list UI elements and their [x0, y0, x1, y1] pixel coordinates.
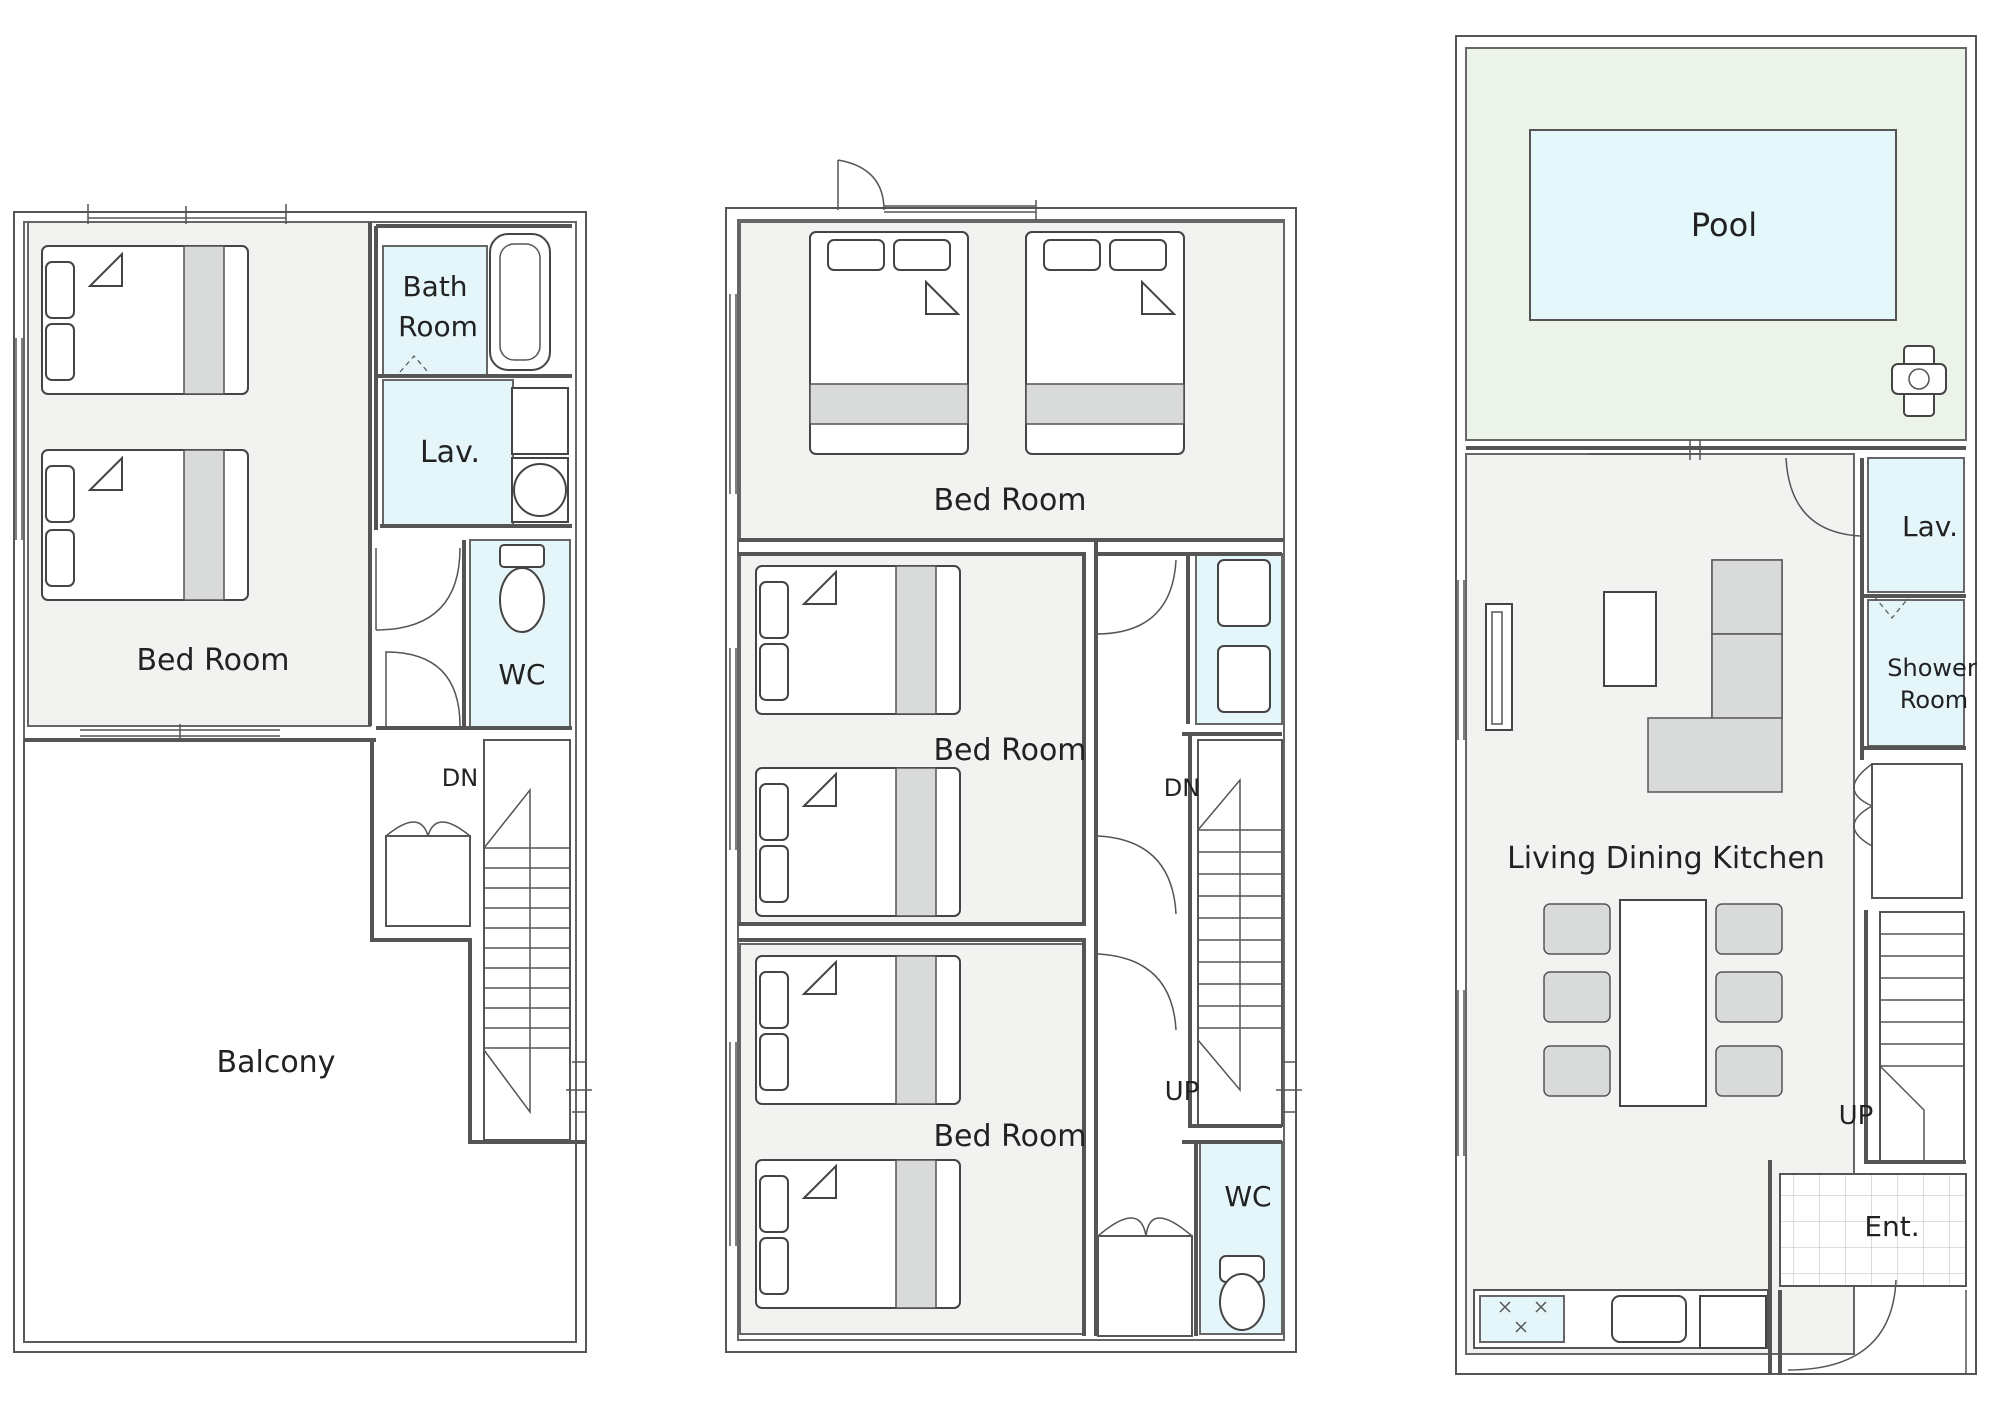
stairs-3f [483, 739, 571, 1141]
stove [1479, 1295, 1565, 1343]
deck-chair [1891, 345, 1947, 417]
bed-room-label: Bed Room [933, 483, 1086, 518]
bed [41, 245, 249, 395]
bed [41, 449, 249, 601]
shower-room-label: Shower [1887, 654, 1977, 682]
stairs-up-label: UP [1165, 1077, 1200, 1107]
bed-room-label: Bed Room [933, 1119, 1086, 1154]
bath-room-label: Bath [402, 270, 467, 303]
stairs-2f [1197, 739, 1283, 1127]
bed [755, 565, 961, 715]
third-floor: Bed Room Bath Room Lav. WC DN Balcony [13, 204, 592, 1353]
entrance [1779, 1173, 1967, 1287]
lav-1f [1867, 457, 1965, 593]
ldk-label: Living Dining Kitchen [1507, 841, 1825, 876]
stairs-dn-label: DN [442, 764, 478, 792]
lav-label: Lav. [420, 435, 480, 470]
balcony-label: Balcony [217, 1045, 336, 1080]
stairs-dn-label: DN [1164, 774, 1200, 802]
pool [1529, 129, 1897, 321]
dining-table [1543, 899, 1783, 1107]
stairs-1f [1879, 911, 1965, 1163]
sofa [1647, 559, 1783, 793]
bed [755, 767, 961, 917]
entrance-label: Ent. [1864, 1210, 1919, 1243]
bed-room-label: Bed Room [136, 643, 289, 678]
wc-label: WC [1224, 1180, 1271, 1213]
second-floor: Bed Room Bed Room Bed Room DN UP WC [725, 159, 1302, 1353]
bath-room [382, 245, 488, 377]
bed [755, 955, 961, 1105]
bed [755, 1159, 961, 1309]
wc-label: WC [498, 658, 545, 691]
bath-room-label: Room [398, 310, 478, 343]
bed [1025, 231, 1185, 455]
shower-room-label: Room [1900, 686, 1968, 714]
stairs-up-label: UP [1839, 1101, 1874, 1131]
bed [809, 231, 969, 455]
shower-room [1867, 599, 1965, 747]
pool-label: Pool [1691, 206, 1757, 244]
sink [1611, 1295, 1687, 1343]
first-floor: Pool Lav. Shower Room Living Dining Kitc… [1455, 35, 1977, 1375]
lav-label: Lav. [1902, 510, 1958, 543]
bed-room-label: Bed Room [933, 733, 1086, 768]
